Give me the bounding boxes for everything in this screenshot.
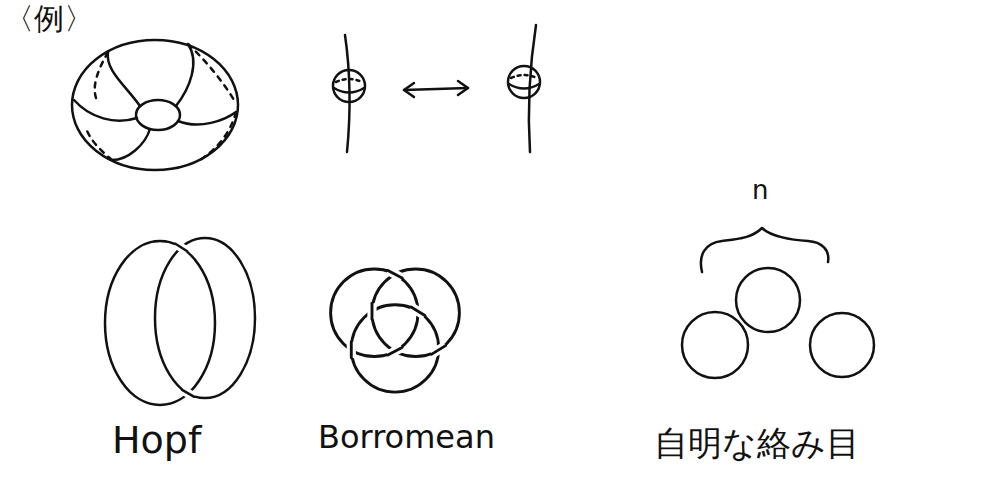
torus-meridian	[108, 52, 140, 106]
torus-hidden	[95, 52, 108, 98]
sphere-hidden	[336, 79, 362, 82]
hopf-link	[105, 238, 255, 405]
torus-meridian	[112, 129, 150, 160]
torus-figure	[72, 40, 238, 170]
unknot-circle	[736, 268, 800, 332]
torus-inner	[136, 100, 180, 130]
local-move-figure	[333, 25, 540, 152]
arrow-head	[458, 81, 468, 95]
torus-hidden	[200, 112, 236, 160]
link-component	[372, 269, 459, 356]
torus-meridian	[176, 44, 193, 106]
over-strand	[175, 244, 187, 251]
torus-hidden	[188, 44, 234, 100]
link-component	[351, 305, 438, 392]
small-sphere	[508, 66, 540, 98]
borromean-rings	[331, 269, 460, 392]
figure-caption: 自明な絡み目	[654, 425, 860, 462]
trivial-link	[682, 228, 874, 378]
sphere-hidden	[511, 75, 537, 78]
crossing-gaps	[351, 270, 445, 358]
double-arrow	[404, 88, 468, 90]
example-heading: 〈例〉	[4, 2, 94, 35]
sphere-equator	[334, 88, 364, 93]
unknot-circle	[682, 312, 748, 378]
sphere-equator	[509, 84, 539, 89]
torus-hidden	[86, 128, 112, 160]
over-strands	[351, 270, 445, 358]
count-label: n	[752, 176, 768, 205]
small-sphere	[333, 70, 365, 102]
link-component	[155, 238, 255, 398]
crossing-gap	[175, 244, 187, 251]
link-component	[331, 269, 418, 356]
brace	[701, 228, 828, 272]
link-component	[105, 241, 215, 405]
unknot-circle	[810, 313, 874, 377]
figure-caption: Borromean	[318, 420, 495, 455]
figure-caption: Hopf	[112, 420, 201, 462]
torus-outer	[72, 40, 238, 170]
arrow-head	[404, 83, 414, 97]
crossing-gap	[182, 390, 194, 397]
torus-meridian	[178, 112, 236, 125]
over-strand	[182, 390, 194, 397]
torus-meridian	[74, 100, 137, 121]
